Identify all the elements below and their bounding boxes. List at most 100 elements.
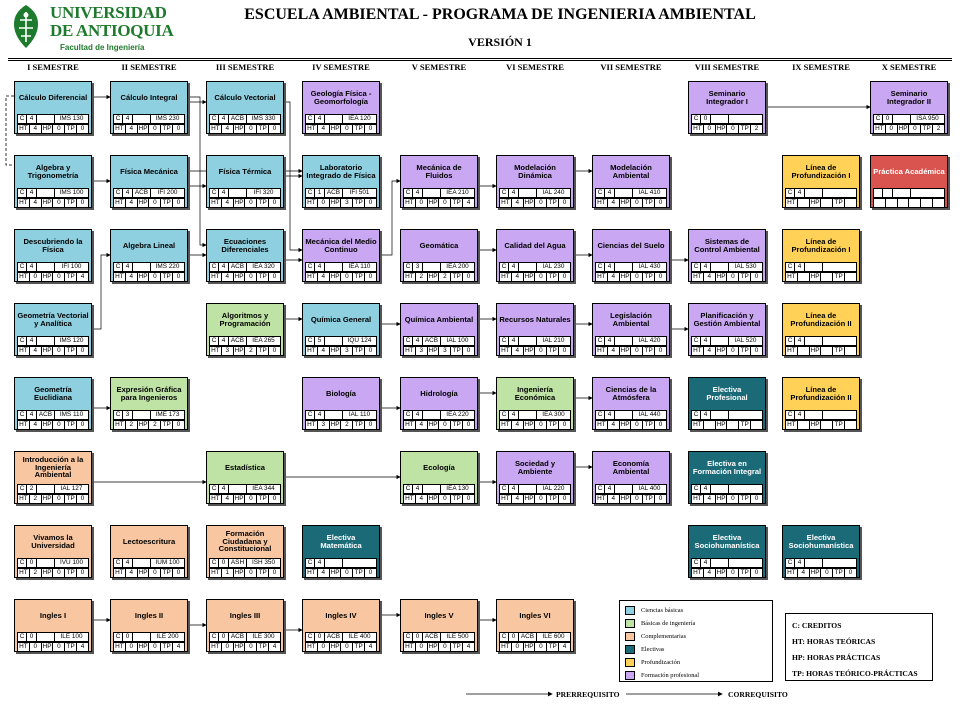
tp-label: TP xyxy=(65,421,78,429)
course-group xyxy=(133,115,151,123)
course-code: IEA 110 xyxy=(348,263,371,270)
ht-value xyxy=(886,199,898,207)
semester-header: I SEMESTRE xyxy=(27,62,79,72)
hp-label: HP xyxy=(898,125,910,133)
hp-value: 0 xyxy=(631,199,644,207)
ht-label: HT xyxy=(18,569,30,577)
credits-label: C xyxy=(210,485,219,493)
hp-value: 0 xyxy=(727,125,740,133)
hp-label: HP xyxy=(42,495,54,503)
prerequisite-arrow xyxy=(380,178,401,256)
credits-value: 4 xyxy=(123,263,133,271)
ht-value: 4 xyxy=(512,273,524,281)
course-name: Física Mecánica xyxy=(120,166,178,176)
course-name: Introducción a la Ingeniería Ambiental xyxy=(22,454,84,480)
semester-header: IV SEMESTRE xyxy=(312,62,370,72)
hp-value: 0 xyxy=(149,569,162,577)
credits-label: C xyxy=(306,337,315,345)
course-group xyxy=(37,559,55,567)
course-code xyxy=(911,189,944,197)
course-group xyxy=(423,485,441,493)
hp-value: 0 xyxy=(631,347,644,355)
credits-value: 1 xyxy=(315,189,325,197)
legend-item: Ciencias básicas xyxy=(625,605,683,616)
tp-label: TP xyxy=(257,199,270,207)
hp-value: 0 xyxy=(53,421,66,429)
credits-label: C xyxy=(114,559,123,567)
hp-label: HP xyxy=(138,125,150,133)
credits-label: C xyxy=(306,559,315,567)
hp-value: 0 xyxy=(245,643,258,651)
legend-item: Complementarias xyxy=(625,631,686,642)
course-code: IMS 230 xyxy=(155,115,180,122)
credits-label: C xyxy=(210,115,219,123)
